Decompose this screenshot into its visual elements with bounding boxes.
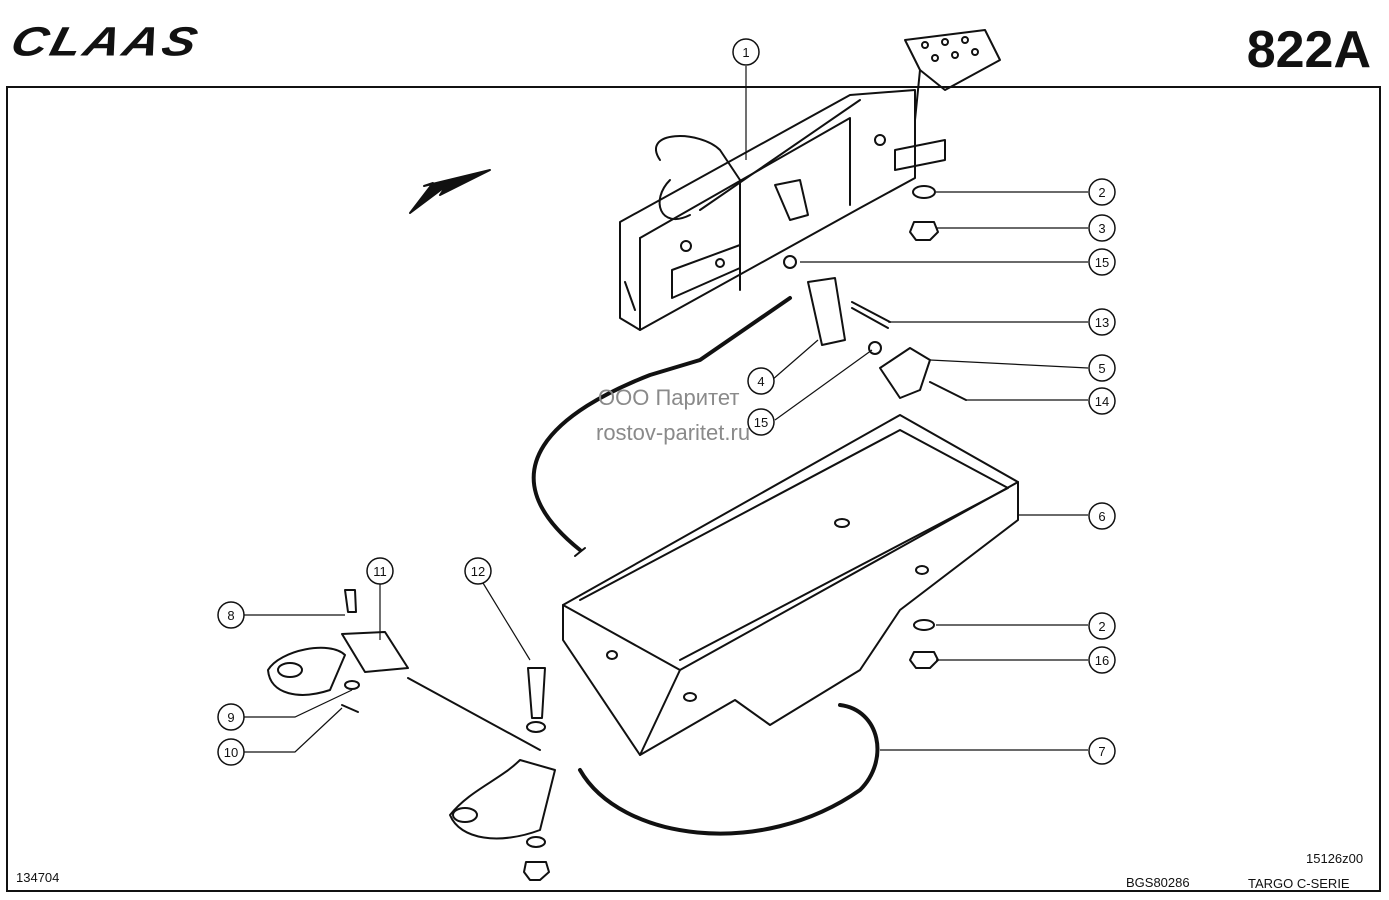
drawing-frame — [6, 86, 1381, 892]
watermark-line-2: rostov-paritet.ru — [596, 420, 750, 445]
svg-text:12: 12 — [471, 564, 485, 579]
svg-text:1: 1 — [742, 45, 749, 60]
callout: 3 — [1088, 214, 1116, 242]
footer-drawing-code: 15126z00 — [1306, 851, 1364, 866]
direction-arrow-icon — [409, 169, 491, 214]
svg-text:16: 16 — [1095, 653, 1109, 668]
nut-15a — [783, 255, 797, 269]
bolt-12 — [527, 667, 546, 719]
callout: 11 — [366, 557, 394, 585]
callout: 8 — [217, 601, 245, 629]
lever-lower — [449, 759, 556, 840]
svg-text:11: 11 — [373, 564, 387, 579]
callout: 16 — [1088, 646, 1116, 674]
callout: 15 — [747, 408, 775, 436]
svg-text:2: 2 — [1098, 185, 1105, 200]
svg-text:6: 6 — [1098, 509, 1105, 524]
washer-lower — [913, 619, 935, 631]
footer-left-code: 134704 — [16, 870, 60, 885]
callout: 9 — [217, 703, 245, 731]
callout: 12 — [464, 557, 492, 585]
footer-doc-code: BGS80286 — [1126, 875, 1190, 890]
footer-series: TARGO C-SERIE — [1248, 876, 1350, 891]
nut-lower — [909, 651, 939, 669]
page-code: 822A — [1246, 21, 1371, 79]
svg-text:14: 14 — [1095, 394, 1109, 409]
callouts: 1 2 3 15 13 5 4 14 15 6 11 12 8 2 16 9 1… — [217, 38, 1116, 766]
callout: 14 — [1088, 387, 1116, 415]
callout: 2 — [1088, 612, 1116, 640]
washer-top — [912, 185, 936, 199]
bracket-4 — [807, 277, 846, 346]
lower-cable — [578, 703, 880, 836]
nut-top — [909, 221, 939, 241]
callout: 6 — [1088, 502, 1116, 530]
svg-text:13: 13 — [1095, 315, 1109, 330]
tray-drawing — [562, 414, 1019, 756]
pin-8 — [344, 589, 357, 613]
callout: 1 — [732, 38, 760, 66]
callout: 13 — [1088, 308, 1116, 336]
lever-upper — [267, 646, 346, 696]
svg-text:15: 15 — [754, 415, 768, 430]
callout: 10 — [217, 738, 245, 766]
callout: 7 — [1088, 737, 1116, 765]
callout: 15 — [1088, 248, 1116, 276]
svg-text:3: 3 — [1098, 221, 1105, 236]
cotter-pin-10 — [341, 704, 359, 713]
svg-text:2: 2 — [1098, 619, 1105, 634]
callout: 4 — [747, 367, 775, 395]
svg-text:10: 10 — [224, 745, 238, 760]
svg-text:9: 9 — [227, 710, 234, 725]
svg-text:8: 8 — [227, 608, 234, 623]
pedal-bracket-drawing — [619, 29, 1001, 331]
leader-lines — [244, 66, 1089, 753]
clip-5 — [879, 347, 931, 399]
watermark-line-1: ООО Паритет — [598, 385, 739, 410]
bolt-13 — [851, 301, 891, 329]
callout: 2 — [1088, 178, 1116, 206]
bolt-14 — [929, 381, 967, 401]
callout: 5 — [1088, 354, 1116, 382]
svg-text:15: 15 — [1095, 255, 1109, 270]
fork-11 — [341, 631, 409, 673]
svg-text:5: 5 — [1098, 361, 1105, 376]
upper-cable — [531, 296, 792, 552]
nut-15b — [868, 341, 882, 355]
svg-text:7: 7 — [1098, 744, 1105, 759]
rod — [407, 677, 541, 751]
svg-text:4: 4 — [757, 374, 764, 389]
